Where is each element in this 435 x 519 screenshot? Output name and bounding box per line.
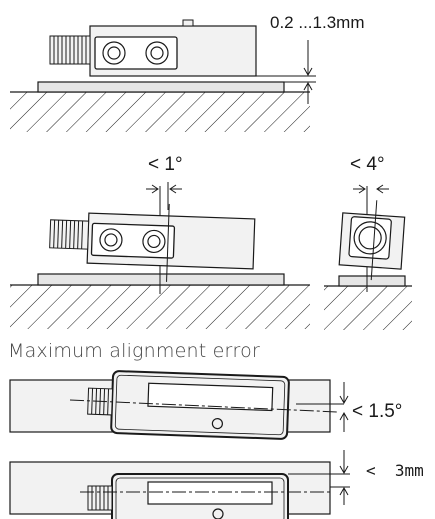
rotated-sensor-top [87, 370, 290, 440]
tilted-sensor [49, 203, 256, 282]
caption-max-alignment-error: Maximum alignment error [8, 340, 260, 362]
tilt-side-label: < 1° [148, 154, 183, 175]
angle-arrows [339, 382, 349, 432]
ground-hatch-3 [324, 286, 412, 330]
lens-window [94, 36, 178, 70]
offset-sensor [87, 473, 289, 519]
gap-label: 0.2 ...1.3mm [270, 13, 364, 32]
centerline-1 [69, 399, 339, 413]
base-plate [37, 81, 285, 93]
base-plate-2 [37, 273, 285, 286]
angle-topview-diagram: < 1.5° [9, 370, 402, 440]
ground-hatch [10, 92, 310, 132]
base-plate-3 [338, 275, 406, 287]
lens-right-outer [145, 41, 169, 65]
angle-top-label: < 1.5° [352, 401, 402, 422]
tilt-end-diagram: < 4° [324, 154, 412, 330]
tilt-side-diagram: < 1° [10, 154, 310, 329]
tilt-end-label: < 4° [350, 154, 385, 175]
lens-right-inner [150, 46, 164, 60]
tilt-side-arrows [146, 182, 182, 210]
gap-diagram: 0.2 ...1.3mm [10, 13, 364, 132]
offset-diagram: < 3mm [9, 450, 424, 519]
end-sensor [338, 200, 406, 281]
offset-label: < 3mm [366, 461, 424, 480]
offset-arrows [339, 450, 349, 505]
lens-left-outer [102, 41, 126, 65]
tilt-end-arrows [353, 184, 389, 194]
sensor-tab [182, 19, 194, 27]
gap-dimension [256, 40, 316, 104]
lens-left-inner [107, 46, 121, 60]
connector [49, 35, 91, 65]
